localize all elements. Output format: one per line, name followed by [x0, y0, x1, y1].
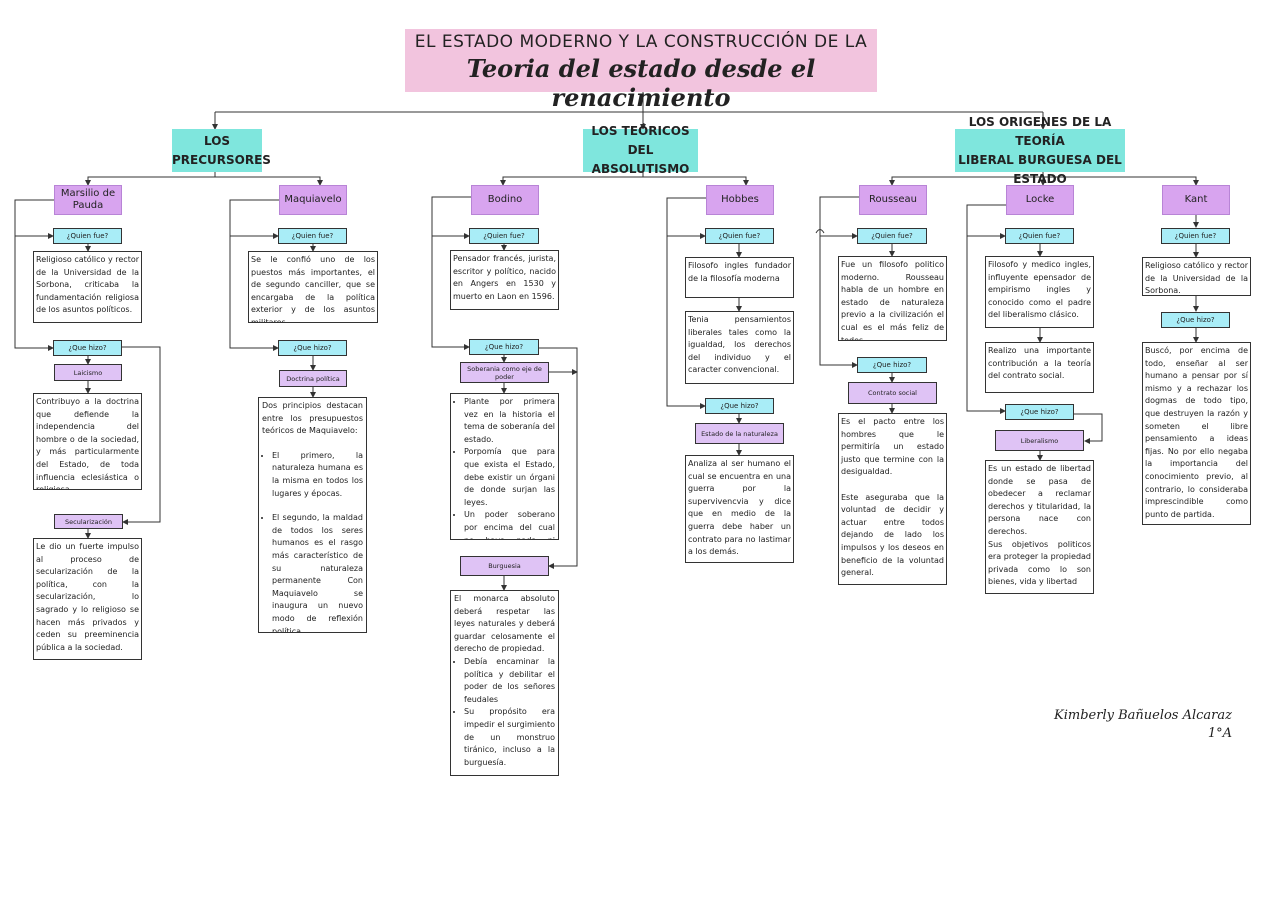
question-que-hobbes: ¿Que hizo?: [705, 398, 774, 414]
category-liberal: LOS ORIGENES DE LA TEORÍA LIBERAL BURGUE…: [955, 115, 1125, 186]
name-maquiavelo: Maquiavelo: [279, 185, 347, 215]
text-doctrina-politica: Dos principios destacan entre los presup…: [258, 397, 367, 633]
doctrina-item: El segundo, la maldad de todos los seres…: [272, 512, 363, 632]
soberania-item: Porpomía que para que exista el Estado, …: [464, 446, 555, 509]
author-signature: Kimberly Bañuelos Alcaraz 1°A: [1040, 707, 1232, 743]
text-estado-naturaleza: Analiza al ser humano el cual se encuent…: [685, 455, 794, 563]
text-bodino-quien: Pensador francés, jurista, escritor y po…: [450, 250, 559, 310]
question-quien-rousseau: ¿Quien fue?: [857, 228, 927, 244]
name-locke: Locke: [1006, 185, 1074, 215]
text-maquiavelo-quien: Se le confió uno de los puestos más impo…: [248, 251, 378, 323]
text-kant-quien: Religioso católico y rector de la Univer…: [1142, 257, 1251, 296]
label-doctrina-politica: Doctrina política: [279, 370, 347, 387]
text-contrato-social: Es el pacto entre los hombres que le per…: [838, 413, 947, 585]
title-line2: Teoria del estado desde el renacimiento: [466, 54, 816, 112]
question-quien-kant: ¿Quien fue?: [1161, 228, 1230, 244]
label-burguesia: Burguesia: [460, 556, 549, 576]
category-precursores: LOS PRECURSORES: [172, 129, 271, 172]
label-laicismo: Laicismo: [54, 364, 122, 381]
label-liberalismo: Liberalismo: [995, 430, 1084, 451]
question-que-locke: ¿Que hizo?: [1005, 404, 1074, 420]
question-que-kant: ¿Que hizo?: [1161, 312, 1230, 328]
text-soberania: Plante por primera vez en la historia el…: [450, 393, 559, 540]
main-title: EL ESTADO MODERNO Y LA CONSTRUCCIÓN DE L…: [405, 29, 877, 112]
burguesia-item: Su propósito era impedir el surgimiento …: [464, 706, 555, 769]
name-hobbes: Hobbes: [706, 185, 774, 215]
soberania-item: Un poder soberano por encima del cual no…: [464, 509, 555, 539]
soberania-item: Plante por primera vez en la historia el…: [464, 396, 555, 446]
name-bodino: Bodino: [471, 185, 539, 215]
text-liberalismo: Es un estado de libertad donde se pasa d…: [985, 460, 1094, 594]
question-quien-marsilio: ¿Quien fue?: [53, 228, 122, 244]
text-hobbes-quien1: Filosofo ingles fundador de la filosofía…: [685, 257, 794, 298]
question-que-bodino: ¿Que hizo?: [469, 339, 539, 355]
name-marsilio: Marsilio de Pauda: [54, 185, 122, 215]
text-marsilio-quien: Religioso católico y rector de la Univer…: [33, 251, 142, 323]
doctrina-intro: Dos principios destacan entre los presup…: [262, 401, 363, 436]
question-que-maquiavelo: ¿Que hizo?: [278, 340, 347, 356]
author-name: Kimberly Bañuelos Alcaraz: [1054, 708, 1232, 723]
text-rousseau-quien: Fue un filosofo politico moderno. Rousse…: [838, 256, 947, 341]
text-secularizacion: Le dio un fuerte impulso al proceso de s…: [33, 538, 142, 660]
burguesia-item: Debía encaminar la política y debilitar …: [464, 656, 555, 706]
text-laicismo: Contribuyo a la doctrina que defiende la…: [33, 393, 142, 490]
category-absolutismo: LOS TEÓRICOS DEL ABSOLUTISMO: [583, 124, 698, 176]
name-rousseau: Rousseau: [859, 185, 927, 215]
question-que-rousseau: ¿Que hizo?: [857, 357, 927, 373]
question-quien-maquiavelo: ¿Quien fue?: [278, 228, 347, 244]
author-group: 1°A: [1207, 726, 1232, 741]
text-locke-quien1: Filosofo y medico ingles, influyente epe…: [985, 256, 1094, 328]
burguesia-intro: El monarca absoluto deberá respetar las …: [454, 594, 555, 654]
question-que-marsilio: ¿Que hizo?: [53, 340, 122, 356]
doctrina-item: El primero, la naturaleza humana es la m…: [272, 450, 363, 500]
title-line1: EL ESTADO MODERNO Y LA CONSTRUCCIÓN DE L…: [414, 32, 868, 52]
question-quien-locke: ¿Quien fue?: [1005, 228, 1074, 244]
question-quien-hobbes: ¿Quien fue?: [705, 228, 774, 244]
text-burguesia: El monarca absoluto deberá respetar las …: [450, 590, 559, 776]
label-contrato-social: Contrato social: [848, 382, 937, 404]
question-quien-bodino: ¿Quien fue?: [469, 228, 539, 244]
text-locke-quien2: Realizo una importante contribución a la…: [985, 342, 1094, 393]
label-soberania: Soberania como eje de poder: [460, 362, 549, 383]
label-estado-naturaleza: Estado de la naturaleza: [695, 423, 784, 444]
label-secularizacion: Secularización: [54, 514, 123, 529]
text-kant-que: Buscó, por encima de todo, enseñar al se…: [1142, 342, 1251, 525]
text-hobbes-quien2: Tenia pensamientos liberales tales como …: [685, 311, 794, 384]
name-kant: Kant: [1162, 185, 1230, 215]
